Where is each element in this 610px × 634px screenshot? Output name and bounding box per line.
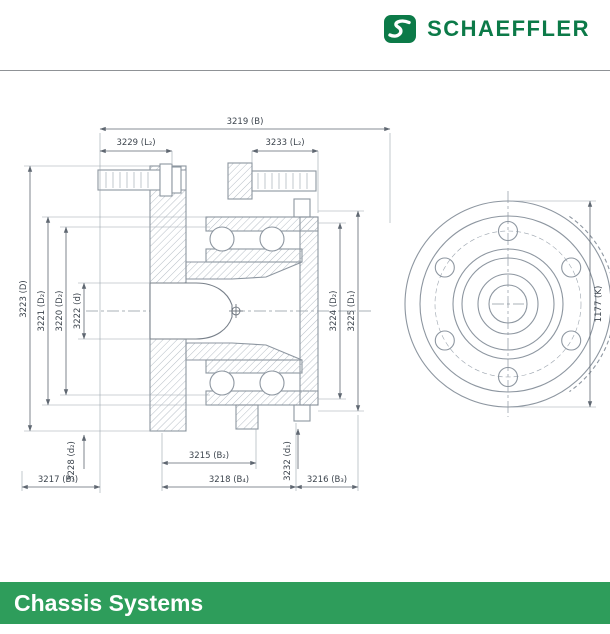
hub-front-view xyxy=(404,191,610,417)
center-mark xyxy=(229,304,243,318)
dim-label-3222: 3222 (d) xyxy=(73,293,83,329)
footer-title: Chassis Systems xyxy=(14,589,204,616)
seal-tab xyxy=(293,404,311,422)
dim-label-3233: 3233 (L₂) xyxy=(265,138,304,148)
bolt-hole xyxy=(434,257,455,278)
dim-label-3229: 3229 (L₂) xyxy=(116,138,155,148)
schaeffler-logo-icon xyxy=(384,15,417,43)
bottom-tab xyxy=(235,404,259,430)
wheel-stud-left xyxy=(97,163,182,197)
dim-label-1177: 1177 (K) xyxy=(594,286,604,323)
hub-body-lower xyxy=(185,342,303,361)
technical-drawing: 3219 (B) 3229 (L₂) 3233 (L₂) 3223 (D) 32… xyxy=(19,117,610,493)
bolt-hole xyxy=(434,330,455,351)
outer-ring xyxy=(299,216,319,406)
dim-label-3215: 3215 (B₂) xyxy=(189,451,229,461)
bearing-ball xyxy=(209,226,235,252)
dimension-labels: 3219 (B) 3229 (L₂) 3233 (L₂) 3223 (D) 32… xyxy=(19,117,604,485)
dim-label-3220: 3220 (D₂) xyxy=(55,291,65,332)
hub-section-view xyxy=(86,162,372,432)
dim-label-3218: 3218 (B₄) xyxy=(209,475,249,485)
bearing-ball xyxy=(259,226,285,252)
dim-label-3219: 3219 (B) xyxy=(227,117,264,127)
bolt-hole xyxy=(561,330,582,351)
dim-label-3217: 3217 (B₃) xyxy=(38,475,78,485)
dimension-lines xyxy=(21,126,596,493)
dim-label-3216: 3216 (B₃) xyxy=(307,475,347,485)
brand: SCHAEFFLER xyxy=(383,14,590,44)
dim-label-3221: 3221 (D₂) xyxy=(37,291,47,332)
bearing-ball xyxy=(209,370,235,396)
dim-label-3225: 3225 (D₁) xyxy=(347,291,357,332)
footer-bar: Chassis Systems xyxy=(0,582,610,624)
bolt-hole xyxy=(561,257,582,278)
dim-label-3224: 3224 (D₂) xyxy=(329,291,339,332)
hub-bore xyxy=(149,282,233,340)
dim-label-3228: 3228 (d₂) xyxy=(67,441,77,481)
wheel-stud-top xyxy=(227,162,317,218)
hub-body-upper xyxy=(185,261,303,280)
bearing-ball xyxy=(259,370,285,396)
brand-wordmark: SCHAEFFLER xyxy=(427,16,590,41)
dim-label-3223: 3223 (D) xyxy=(19,280,29,318)
dim-label-3232: 3232 (d₁) xyxy=(283,441,293,481)
header-divider xyxy=(0,70,610,71)
